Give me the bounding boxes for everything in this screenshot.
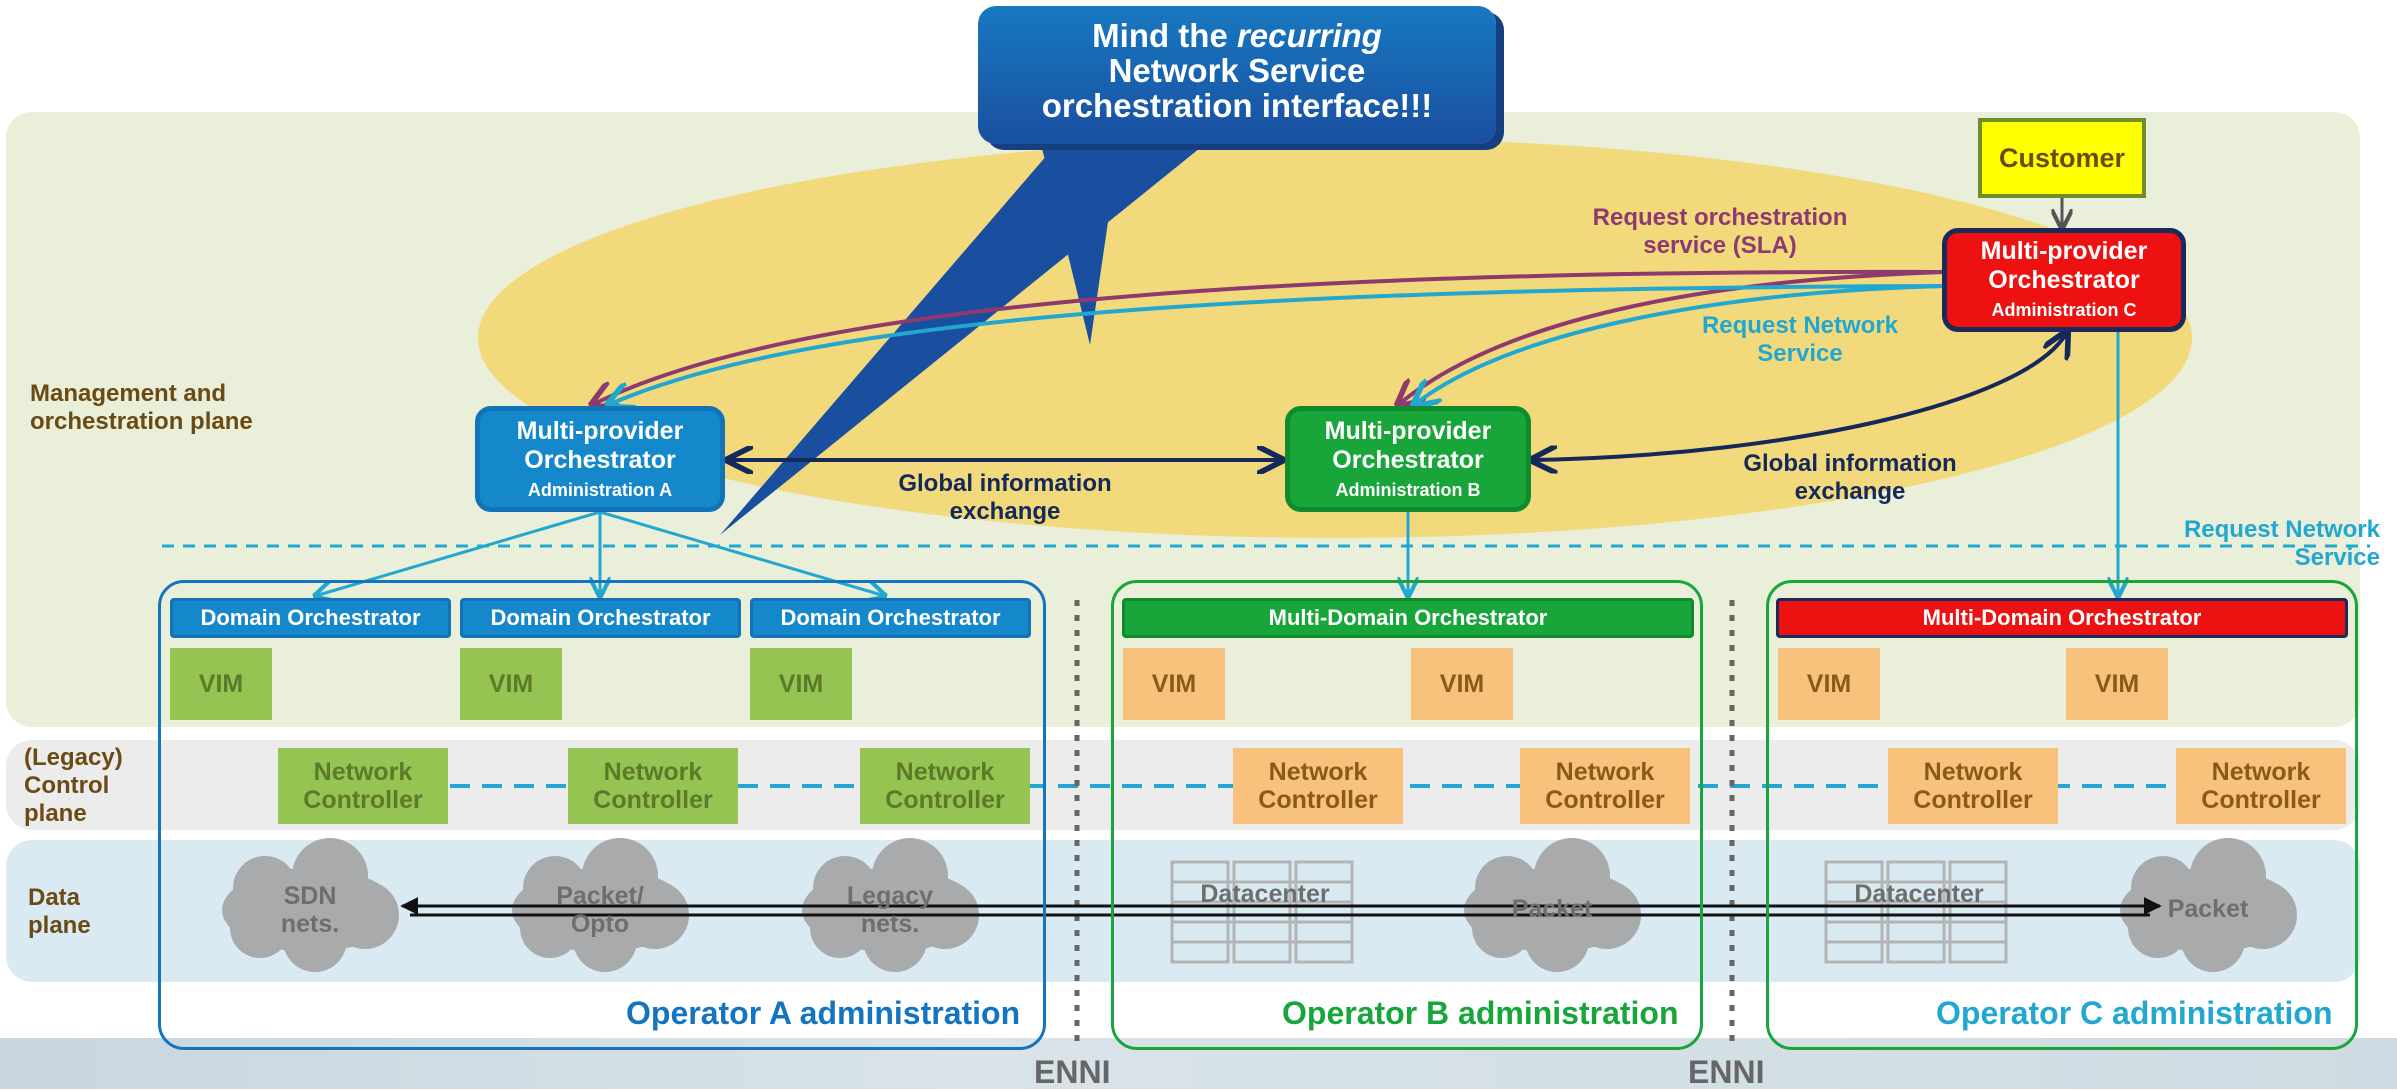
orchestrator-c-admin: Administration C (1991, 300, 2137, 320)
orchestrator-b-title: Multi-provider Orchestrator (1324, 417, 1492, 474)
operator-c-box (1766, 580, 2358, 1050)
management-plane-label: Management and orchestration plane (30, 380, 253, 435)
vim-a3: VIM (750, 648, 852, 720)
callout-box: Mind the recurring Network Service orche… (978, 6, 1496, 144)
network-controller-c2: Network Controller (2176, 748, 2346, 824)
customer-label: Customer (1998, 142, 2126, 173)
callout-line3: orchestration interface!!! (1041, 87, 1433, 124)
network-controller-a3: Network Controller (860, 748, 1030, 824)
vim-a1: VIM (170, 648, 272, 720)
operator-a-box (158, 580, 1046, 1050)
data-plane-label: Data plane (28, 884, 91, 939)
operator-b-box (1111, 580, 1703, 1050)
datacenter-b-label: Datacenter (1200, 880, 1330, 908)
orchestrator-a-admin: Administration A (527, 480, 673, 500)
domain-orchestrator-1: Domain Orchestrator (170, 598, 451, 638)
enni-label-2: ENNI (1688, 1054, 1765, 1090)
cloud-shapes (222, 838, 2297, 972)
network-controller-b1: Network Controller (1233, 748, 1403, 824)
domain-orchestrator-3: Domain Orchestrator (750, 598, 1031, 638)
multi-domain-orchestrator-b: Multi-Domain Orchestrator (1122, 598, 1694, 638)
datacenter-c-label: Datacenter (1854, 880, 1984, 908)
orchestrator-admin-c: Multi-provider Orchestrator Administrati… (1942, 228, 2186, 332)
orchestrator-admin-a: Multi-provider Orchestrator Administrati… (475, 406, 725, 512)
request-ns-right-label: Request Network Service (2183, 516, 2380, 571)
operator-b-title: Operator B administration (1282, 995, 1679, 1031)
orchestrator-admin-b: Multi-provider Orchestrator Administrati… (1285, 406, 1531, 512)
request-ns-label: Request Network Service (1701, 312, 1899, 367)
enni-label-1: ENNI (1034, 1054, 1111, 1090)
network-controller-a1: Network Controller (278, 748, 448, 824)
cloud-packet-b-label: Packet (1511, 895, 1593, 923)
domain-orchestrator-2: Domain Orchestrator (460, 598, 741, 638)
customer-box: Customer (1978, 118, 2146, 198)
cloud-packet-c-label: Packet (2167, 895, 2249, 923)
control-plane-label: (Legacy) Control plane (24, 744, 123, 827)
callout-italic: recurring (1236, 17, 1382, 54)
operator-c-title: Operator C administration (1936, 995, 2333, 1031)
callout-line1: Mind the (1092, 17, 1237, 54)
vim-c1: VIM (1778, 648, 1880, 720)
global-info-label-1: Global information exchange (898, 470, 1112, 525)
vim-c2: VIM (2066, 648, 2168, 720)
network-controller-c1: Network Controller (1888, 748, 2058, 824)
operator-a-title: Operator A administration (626, 995, 1021, 1031)
vim-b1: VIM (1123, 648, 1225, 720)
request-orchestration-label: Request orchestration service (SLA) (1592, 204, 1848, 259)
cloud-sdn-label: SDN nets. (280, 882, 340, 938)
orchestrator-a-title: Multi-provider Orchestrator (516, 417, 684, 474)
orchestrator-c-title: Multi-provider Orchestrator (1980, 237, 2148, 294)
multi-domain-orchestrator-c: Multi-Domain Orchestrator (1776, 598, 2348, 638)
network-controller-a2: Network Controller (568, 748, 738, 824)
cloud-legacy-label: Legacy nets. (846, 882, 934, 938)
vim-a2: VIM (460, 648, 562, 720)
bottom-decoration (0, 1038, 2397, 1089)
global-info-label-2: Global information exchange (1743, 450, 1957, 505)
network-controller-b2: Network Controller (1520, 748, 1690, 824)
vim-b2: VIM (1411, 648, 1513, 720)
cloud-packet-opto-label: Packet/ Opto (556, 882, 644, 938)
orchestrator-b-admin: Administration B (1335, 480, 1481, 500)
callout-line2: Network Service (1108, 52, 1366, 89)
